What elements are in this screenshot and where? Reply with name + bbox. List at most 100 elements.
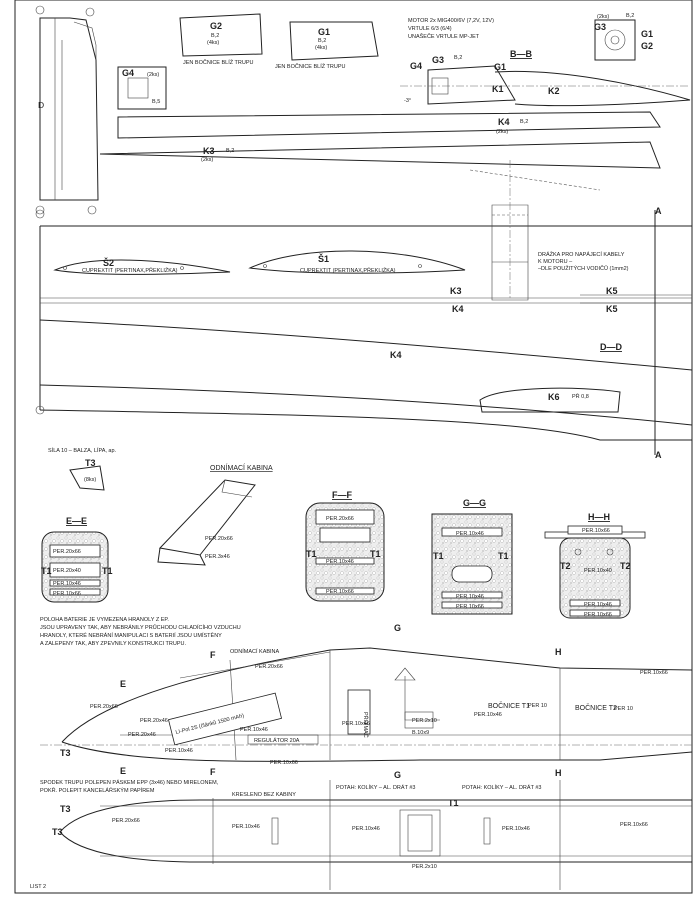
ee-label-4: PER.10x66	[53, 591, 81, 597]
s1-note: CUPREXTIT (PERTINAX,PŘEKLIŽKA)	[300, 266, 396, 274]
side-label-2: PER.20x66	[90, 704, 118, 710]
bb-g4: G4	[410, 61, 422, 71]
side-label-7: PER.10x46	[240, 727, 268, 733]
battery-note: POLOHA BATERIE JE VYMEZENA HRANOLY Z EP.…	[40, 617, 241, 647]
ff-t1-right: T1	[370, 549, 381, 559]
k3-name: K3	[203, 146, 215, 156]
section-g-g: G—G PER.10x46 PER.10x46 PER.10x66 T1 T1	[431, 498, 513, 615]
side-per10b: PER 10	[614, 706, 633, 712]
k4-material: B,2	[520, 119, 528, 125]
g3-sec-g2: G2	[641, 41, 653, 51]
wing-k6: K6	[548, 392, 560, 402]
wing-k4a: K4	[452, 304, 464, 314]
g3-material: B,2	[626, 13, 634, 19]
wing-plan-view: Š2 CUPREXTIT (PERTINAX,PŘEKLIŽKA) Š1 CUP…	[35, 160, 693, 460]
section-e-e: E—E PER.20x66 PER.20x40 PER.10x46 PER.10…	[41, 516, 113, 603]
gg-label-1: PER.10x46	[456, 531, 484, 537]
hh-label-3: PER.10x46	[584, 602, 612, 608]
side-g-bot: G	[394, 770, 401, 780]
side-label-10: B.10x9	[412, 730, 429, 736]
bb-k2: K2	[548, 86, 560, 96]
g2-qty: (4ks)	[207, 40, 219, 46]
t3-qty: (8ks)	[84, 477, 96, 483]
bottom-note-1: SPODEK TRUPU POLEPEN PÁSKEM EPP (3x46) N…	[40, 779, 219, 786]
side-regulator: REGULÁTOR 20A	[254, 737, 300, 744]
part-g1: G1 B,2 (4ks) JEN BOČNICE BLÍŽ TRUPU	[275, 21, 379, 70]
plan-label-6: PER.2x10	[412, 864, 437, 870]
plan-t3a: T3	[60, 804, 71, 814]
side-servo: PŘIJÍMAČ	[362, 712, 370, 738]
gg-label-2: PER.10x46	[456, 594, 484, 600]
side-g-top: G	[394, 623, 401, 633]
side-f-bot: F	[210, 767, 216, 777]
ff-label-1: PER.20x66	[326, 516, 354, 522]
plan-t1: T1	[448, 798, 459, 808]
side-t3: T3	[60, 748, 71, 758]
plan-label-4: PER.10x46	[502, 826, 530, 832]
g1-note: JEN BOČNICE BLÍŽ TRUPU	[275, 62, 346, 70]
side-label-4: PER.20x46	[128, 732, 156, 738]
ee-label-2: PER.20x40	[53, 568, 81, 574]
g2-material: B,2	[211, 33, 219, 39]
ee-label-1: PER.20x66	[53, 549, 81, 555]
motor-note-line-2: VRTULE 6/3 (6/4)	[408, 26, 452, 32]
ff-label-3: PER.10x66	[326, 589, 354, 595]
wing-pr: PŘ 0,8	[572, 392, 589, 400]
side-label-8: PER.10x46	[342, 721, 370, 727]
ff-t1-left: T1	[306, 549, 317, 559]
side-e-bot: E	[120, 766, 126, 776]
ee-t1-left: T1	[41, 566, 52, 576]
battery-note-3: HRANOLY, KTERÉ NEBRÁNÍ MANIPULACI S BATE…	[40, 631, 222, 639]
section-f-f: F—F PER.20x66 PER.10x46 PER.10x66 T1 T1	[305, 490, 385, 602]
hh-t2-right: T2	[620, 561, 631, 571]
motor-note-line-1: MOTOR 2x MIG400/6V (7,2V, 12V)	[408, 18, 494, 24]
part-k3: K3 B,2 (2ks)	[99, 141, 661, 169]
part-g3: G3 (2ks) B,2 G1 G2	[594, 13, 653, 61]
ee-t1-right: T1	[102, 566, 113, 576]
plan-kresleno: KRESLENO BEZ KABINY	[232, 792, 296, 798]
d-label: D	[38, 100, 44, 110]
k3-material: B,2	[226, 148, 234, 154]
g2-note: JEN BOČNICE BLÍŽ TRUPU	[183, 58, 254, 66]
battery-note-4: A ZALEPENY TAK, ABY ZPEVNILY KONSTRUKCI …	[40, 641, 186, 647]
g4-material: B,5	[152, 99, 160, 105]
side-label-9: PER.2x10	[412, 718, 437, 724]
motor-note: MOTOR 2x MIG400/6V (7,2V, 12V) VRTULE 6/…	[408, 18, 494, 40]
groove-note-2: K MOTORU –	[538, 259, 573, 265]
ee-label-3: PER.10x46	[53, 581, 81, 587]
gg-title: G—G	[463, 498, 486, 508]
kabina-label-1: PER.20x66	[205, 536, 233, 542]
side-label-12: PER.10x66	[640, 670, 668, 676]
plan-label-5: PER.10x66	[620, 822, 648, 828]
side-h-bot: H	[555, 768, 562, 778]
k4-qty: (2ks)	[496, 129, 508, 135]
side-label-6: PER.10x66	[270, 760, 298, 766]
battery-note-2: JSOU UPRAVENY TAK, ABY NEBRÁNILY PRŮCHOD…	[40, 624, 241, 631]
part-g4: G4 (2ks) B,5	[117, 66, 167, 110]
hh-label-2: PER.10x40	[584, 568, 612, 574]
part-g2: G2 B,2 (4ks) JEN BOČNICE BLÍŽ TRUPU	[179, 13, 263, 66]
hh-label-1: PER.10x66	[582, 528, 610, 534]
removable-cabin-3d: ODNÍMACÍ KABINA PER.20x66 PER.3x46	[157, 463, 273, 566]
fuselage-plan-view: KRESLENO BEZ KABINY POTAH: KOLÍKY – AL. …	[52, 780, 692, 890]
g3-sec-g1: G1	[641, 29, 653, 39]
side-f-top: F	[210, 650, 216, 660]
bb-g1: G1	[494, 62, 506, 72]
k4-name: K4	[498, 117, 510, 127]
sheet-frame	[14, 0, 693, 894]
part-t3: T3 (8ks)	[69, 458, 105, 491]
battery-note-1: POLOHA BATERIE JE VYMEZENA HRANOLY Z EP.	[40, 617, 169, 623]
k3-qty: (2ks)	[201, 157, 213, 163]
g3-name: G3	[594, 22, 606, 32]
part-k4: K4 B,2 (2ks)	[117, 111, 661, 139]
wing-k5b: K5	[606, 304, 618, 314]
bb-k1: K1	[492, 84, 504, 94]
sila-note: SÍLA 10 – BALZA, LÍPA, ap.	[48, 447, 117, 454]
motor-note-line-3: UNAŠEČE VRTULE MP-JET	[408, 33, 480, 40]
hh-t2-left: T2	[560, 561, 571, 571]
side-label-5: PER.10x46	[165, 748, 193, 754]
plan-label-1: PER.20x66	[112, 818, 140, 824]
plan-potah-1: POTAH: KOLÍKY – AL. DRÁT #3	[336, 784, 415, 791]
g1-name: G1	[318, 27, 330, 37]
section-h-h: H—H PER.10x66 PER.10x40 PER.10x46 PER.10…	[544, 512, 646, 619]
